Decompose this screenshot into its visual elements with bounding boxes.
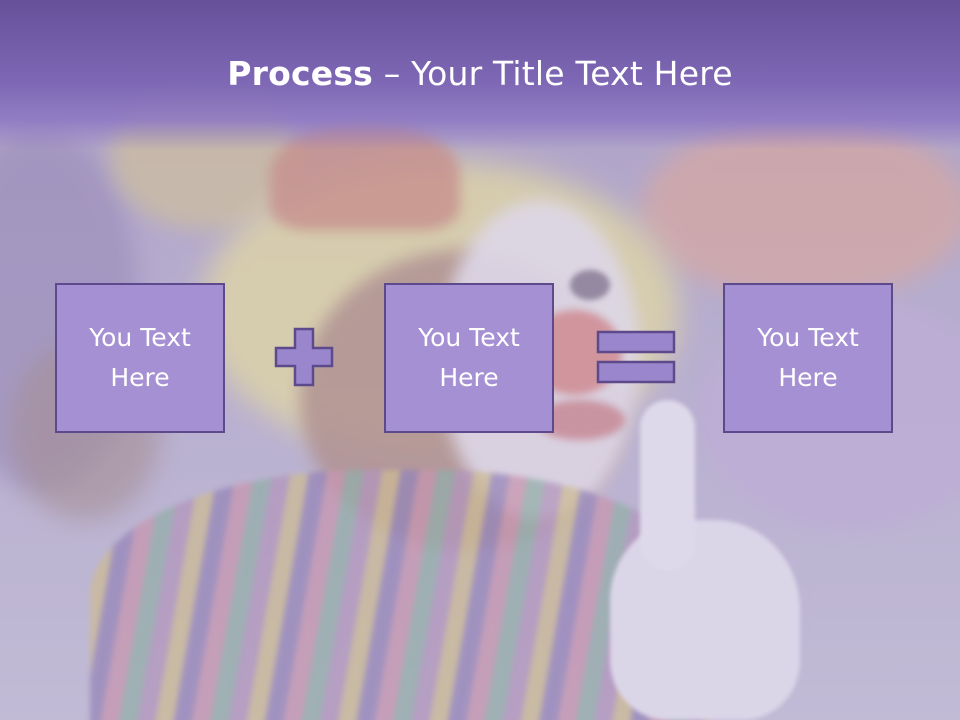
- clown-collar: [90, 470, 710, 720]
- process-step-2-box[interactable]: You Text Here: [384, 283, 554, 433]
- title-bar: Process – Your Title Text Here: [0, 0, 960, 150]
- process-step-3-box[interactable]: You Text Here: [723, 283, 893, 433]
- process-step-1-text[interactable]: You Text Here: [89, 323, 191, 392]
- process-step-2-text[interactable]: You Text Here: [418, 323, 520, 392]
- slide-title[interactable]: Process – Your Title Text Here: [0, 52, 960, 96]
- equals-icon: [596, 330, 676, 384]
- title-text-part: – Your Title Text Here: [373, 54, 733, 93]
- title-bold-part: Process: [227, 54, 374, 93]
- balloon-shape: [640, 120, 960, 300]
- process-step-1-box[interactable]: You Text Here: [55, 283, 225, 433]
- clown-eye: [570, 270, 610, 300]
- gloved-hand: [600, 400, 800, 720]
- plus-icon: [274, 327, 334, 387]
- process-step-3-text[interactable]: You Text Here: [757, 323, 859, 392]
- glove-finger: [640, 400, 695, 570]
